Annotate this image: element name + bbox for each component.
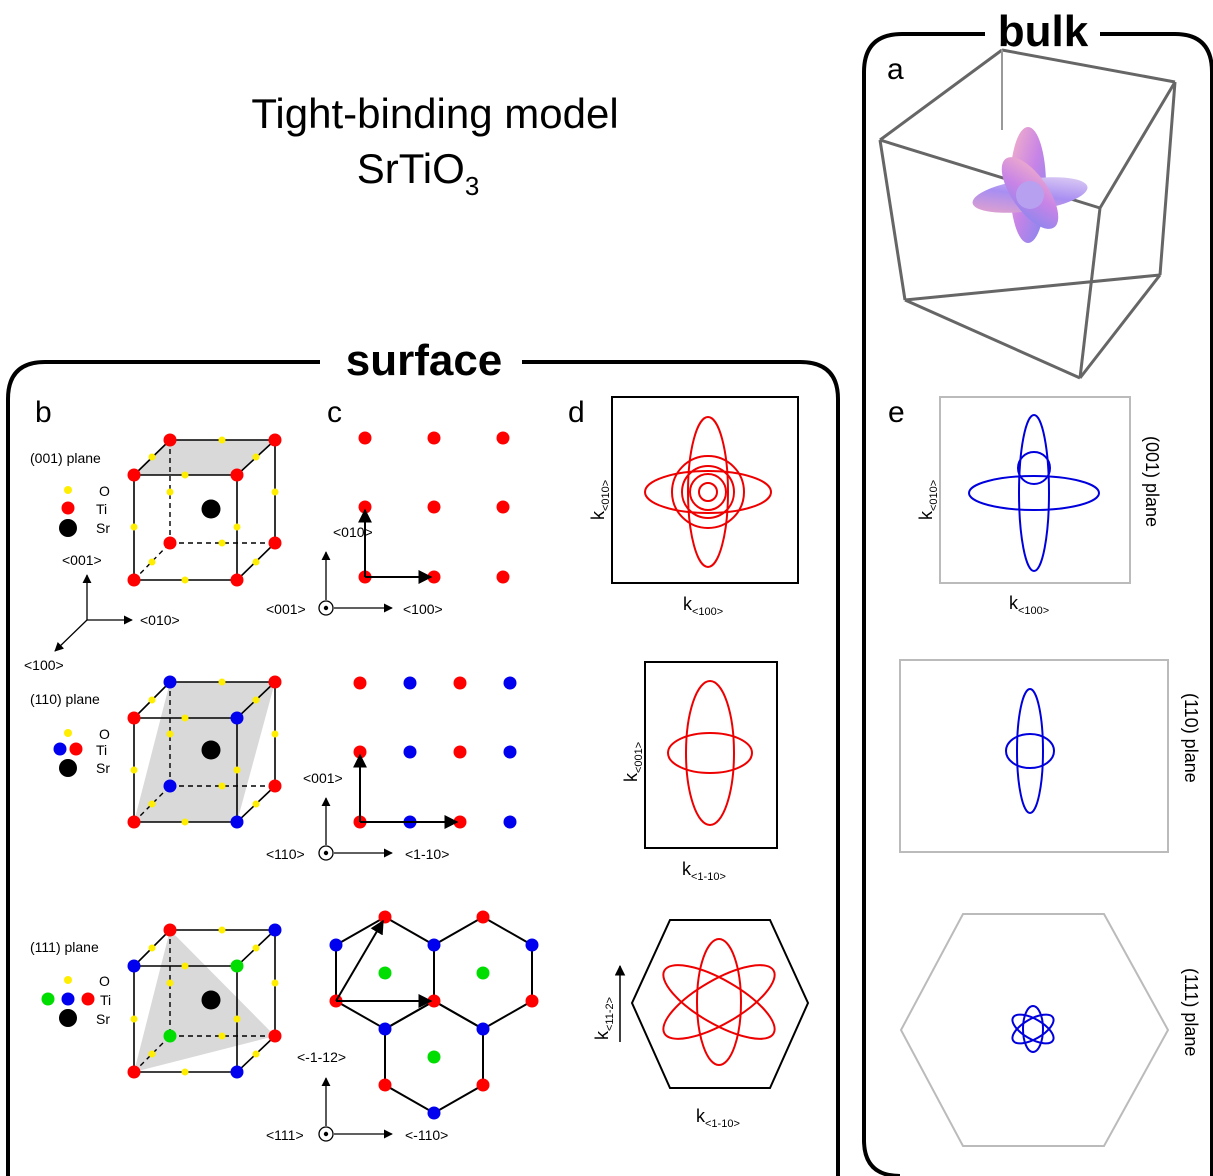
lattice-110-sites [353,676,517,829]
axis-010: <010> [140,612,180,628]
panel-label-c: c [327,396,342,429]
legend-o: O [99,483,110,499]
axes-c-110 [318,797,393,861]
legend-ti-2: Ti [96,742,107,758]
panel-e-bulk-cuts: k<100> k<010> (001) plane (110) plane (1… [899,396,1201,1147]
cube-111 [127,923,282,1079]
e-ylabel-001: k<010> [916,480,940,520]
axis-c-up-001: <010> [333,524,373,540]
legend-ti-green [41,992,55,1006]
panel-c-surface-lattices: <010> <001> <100> <001> <110> <1-10> [266,431,539,1143]
panel-label-a: a [887,53,904,86]
e-plane-label-001: (001) plane [1142,436,1162,527]
legend-o-3: O [99,973,110,989]
axis-100: <100> [24,657,64,673]
panel-label-d: d [568,396,585,429]
legend-ti-3: Ti [100,992,111,1008]
plane-label-110: (110) plane [30,691,100,707]
axis-c-out-111: <111> [266,1127,304,1143]
legend-ti-blue [53,742,67,756]
bulk-contours-110 [1005,688,1055,814]
panel-label-e: e [888,396,905,429]
title-line1: Tight-binding model [251,90,618,137]
d-xlabel-110: k<1-10> [682,859,726,883]
lattice-111-sites [329,910,539,1120]
axis-001: <001> [62,552,102,568]
title-line2: SrTiO3 [357,145,480,201]
legend-sr-3: Sr [96,1011,110,1027]
plane-label-111: (111) plane [30,939,99,955]
bz-001 [611,396,799,584]
panel-label-b: b [35,396,52,429]
legend-o-dot-3 [64,976,72,984]
bz-bulk-110 [899,659,1169,853]
bulk-contours-111 [1011,1005,1055,1053]
d-xlabel-001: k<100> [683,594,723,618]
legend-ti-red-3 [81,992,95,1006]
bulk-frame [862,32,1213,1176]
legend-sr-dot-3 [59,1009,77,1027]
d-ylabel-001: k<010> [588,480,612,520]
e-plane-label-111: (111) plane [1181,968,1201,1056]
fermi-lobes-3d [972,127,1088,243]
legend-ti-dot [61,501,75,515]
surface-frame [6,360,840,1176]
fermi-contours-001 [644,416,772,568]
bulk-heading: bulk [998,7,1089,56]
legend-ti-red [69,742,83,756]
legend-o-dot [64,486,72,494]
panel-a-3d-fermi-surface [878,48,1177,380]
plane-label-001: (001) plane [30,450,101,466]
axis-c-right-001: <100> [403,601,443,617]
axis-c-out-110: <110> [266,846,305,862]
legend-sr-2: Sr [96,760,110,776]
surface-heading: surface [346,336,503,385]
legend-sr-dot [59,519,77,537]
axis-c-right-111: <-110> [405,1127,448,1143]
panel-b-unit-cells: (001) plane O Ti Sr <001> <010> <100> [24,433,282,1079]
bz-bulk-001 [939,396,1131,584]
lattice-001-sites [358,431,510,584]
d-ylabel-111: k<11-2> [592,997,616,1040]
d-ylabel-110: k<001> [621,742,645,782]
axis-c-right-110: <1-10> [405,846,449,862]
e-plane-label-110: (110) plane [1181,693,1201,783]
axis-c-up-111: <-1-12> [297,1049,346,1065]
legend-ti: Ti [96,501,107,517]
bz-110 [644,661,778,849]
bulk-contours-001 [968,414,1100,572]
cube-axes [54,574,133,652]
cube-110 [127,675,282,829]
axes-c-001 [318,551,393,616]
bz-bulk-111 [899,913,1170,1147]
e-xlabel-001: k<100> [1009,593,1049,617]
legend-sr: Sr [96,520,110,536]
legend-o-2: O [99,726,110,742]
legend-ti-blue-3 [61,992,75,1006]
fermi-contours-111 [662,938,776,1066]
d-xlabel-111: k<1-10> [696,1106,740,1130]
legend-sr-dot-2 [59,759,77,777]
panel-d-surface-fermi: k<100> k<010> k<1-10> k<001> k<1-10> k<1… [588,396,810,1130]
axis-c-up-110: <001> [303,770,343,786]
fermi-contours-110 [667,680,753,826]
cube-001 [127,433,282,587]
axes-c-111 [318,1077,393,1142]
axis-c-out-001: <001> [266,601,306,617]
legend-o-dot-2 [64,729,72,737]
bz-111 [630,919,810,1089]
